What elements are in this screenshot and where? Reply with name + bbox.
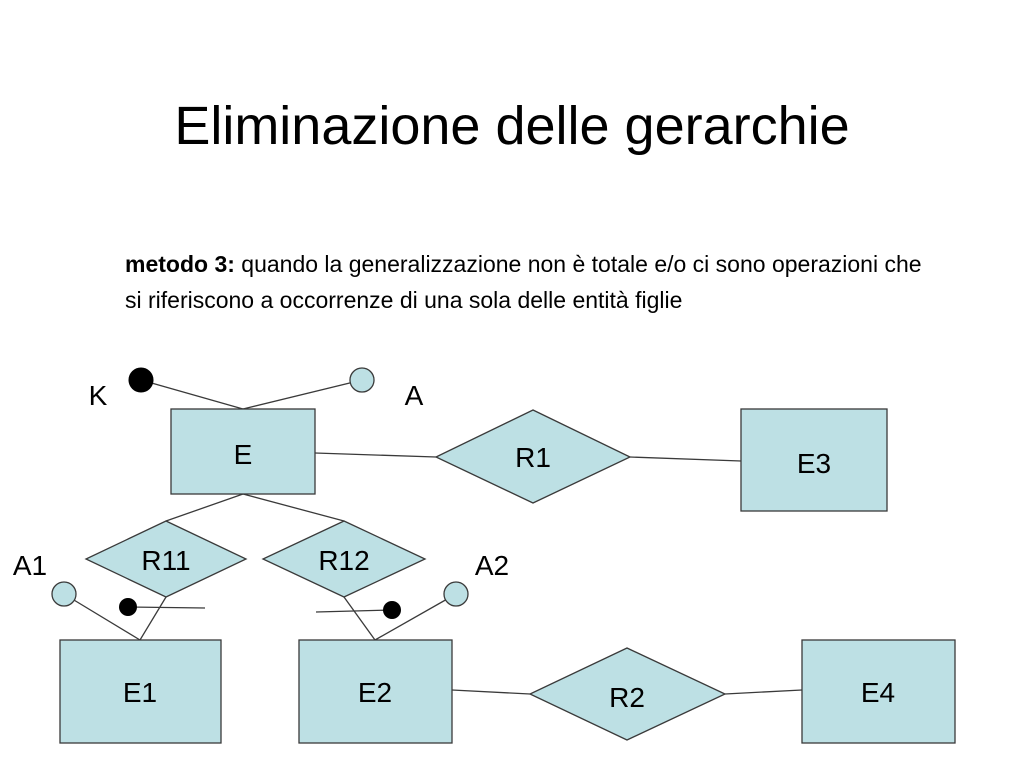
relationship-r11-label: R11 <box>141 545 190 576</box>
edge-r1-e3 <box>629 456 742 462</box>
relationship-r1: R1 <box>434 409 632 504</box>
entity-e1: E1 <box>59 639 222 744</box>
attribute-a2 <box>443 581 469 607</box>
relationship-r2-label: R2 <box>609 682 645 713</box>
edge-k-e <box>140 379 244 410</box>
entity-e: E <box>170 408 316 495</box>
attribute-a-label: A <box>405 380 424 411</box>
entity-e3-label: E3 <box>797 448 831 479</box>
edge-e2-key <box>315 609 393 613</box>
relationship-r1-label: R1 <box>515 442 551 473</box>
connector-lines <box>63 379 803 695</box>
method-text: quando la generalizzazione non è totale … <box>125 251 922 313</box>
key-attribute-k <box>128 367 154 393</box>
edge-e-r12 <box>242 493 345 522</box>
entity-e4: E4 <box>801 639 956 744</box>
edge-r2-e4 <box>724 689 803 695</box>
relationship-r11: R11 <box>84 520 248 598</box>
relationship-r12-label: R12 <box>318 545 369 576</box>
attribute-k-label: K <box>89 380 108 411</box>
attribute-a2-label: A2 <box>475 550 509 581</box>
entity-e4-label: E4 <box>861 677 895 708</box>
method-label: metodo 3: <box>125 251 235 277</box>
edge-r11-e1 <box>139 596 167 641</box>
edge-e1-key <box>127 606 206 609</box>
edge-r12-e2 <box>343 596 376 641</box>
method-description: metodo 3: quando la generalizzazione non… <box>125 246 925 318</box>
entity-e3: E3 <box>740 408 888 512</box>
entity-e-label: E <box>234 439 253 470</box>
relationship-r2: R2 <box>528 647 727 741</box>
entity-e2: E2 <box>298 639 453 744</box>
relationship-r12: R12 <box>261 520 427 598</box>
edge-a-e <box>242 379 363 410</box>
edge-e-r11 <box>165 493 244 522</box>
entity-e2-label: E2 <box>358 677 392 708</box>
entity-e1-label: E1 <box>123 677 157 708</box>
attribute-a1-label: A1 <box>13 550 47 581</box>
attribute-a <box>349 367 375 393</box>
attribute-a1 <box>51 581 77 607</box>
edge-e-r1 <box>314 452 437 458</box>
edge-e2-r2 <box>451 689 531 695</box>
key-attribute-e2 <box>383 601 401 619</box>
edge-a2-e2 <box>374 593 457 641</box>
page-title: Eliminazione delle gerarchie <box>174 96 850 156</box>
key-attribute-e1 <box>119 598 137 616</box>
edge-a1-e1 <box>63 593 141 641</box>
